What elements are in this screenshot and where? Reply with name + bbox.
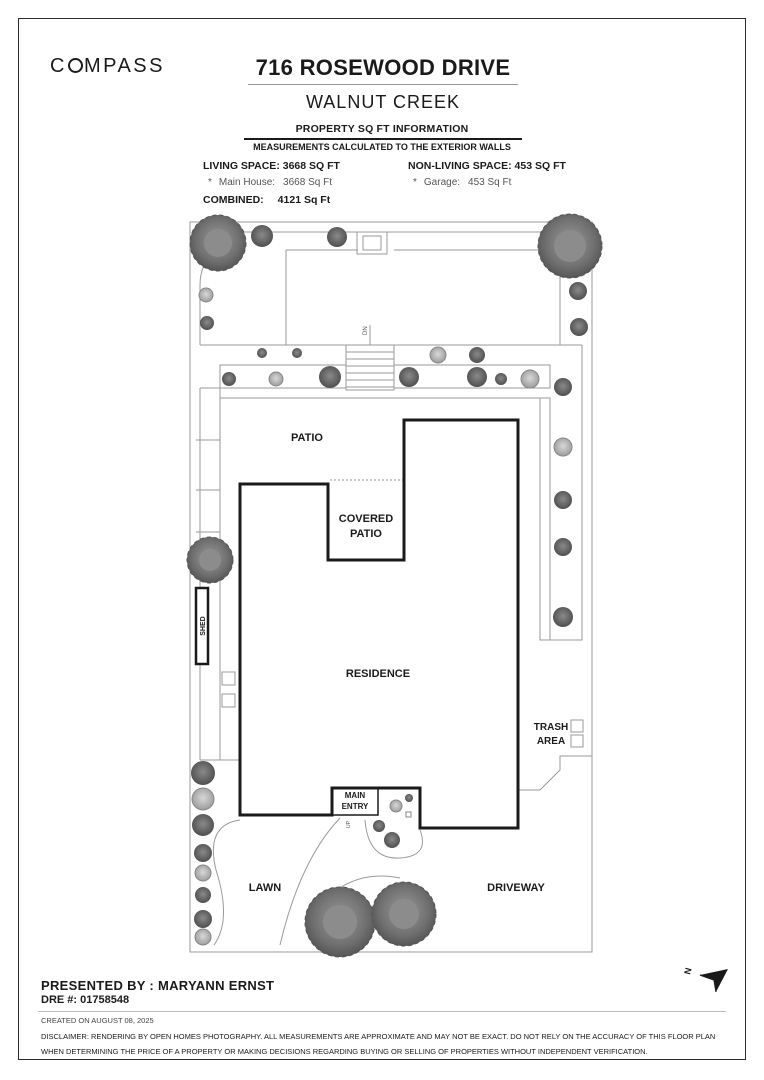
tree-icon: [537, 213, 603, 279]
entry-up-label: UP: [346, 820, 352, 828]
shrub-icon: [554, 378, 572, 396]
presented-by: PRESENTED BY : MARYANN ERNST: [41, 978, 275, 993]
non-living-space-label: NON-LIVING SPACE: 453 SQ FT: [408, 160, 566, 172]
tree-icon: [189, 214, 247, 272]
non-living-space-detail: * Garage: 453 Sq Ft: [413, 177, 511, 188]
shrub-icon: [192, 814, 214, 836]
rear-stairs: [345, 325, 395, 391]
combined-label: COMBINED:: [203, 194, 264, 206]
trash-area-label-1: TRASH: [534, 722, 568, 733]
bullet: *: [208, 177, 212, 188]
shrub-icon: [405, 794, 413, 802]
dre-number: DRE #: 01758548: [41, 994, 130, 1006]
disclaimer: DISCLAIMER: RENDERING BY OPEN HOMES PHOT…: [41, 1032, 716, 1056]
residence-outline: [238, 418, 520, 830]
flower-icon: [268, 371, 284, 387]
bullet: *: [413, 177, 417, 188]
shrub-icon: [554, 491, 572, 509]
detail-value: 3668 Sq Ft: [283, 177, 332, 188]
living-space-detail: * Main House: 3668 Sq Ft: [208, 177, 332, 188]
shrub-icon: [327, 227, 347, 247]
flower-icon: [520, 369, 540, 389]
planter-icon: [405, 811, 412, 818]
shrub-icon: [222, 372, 236, 386]
covered-patio-label-1: COVERED: [339, 513, 393, 525]
shed-label: SHED: [200, 616, 207, 635]
shrub-icon: [194, 844, 212, 862]
logo-letter-c: C: [50, 55, 67, 77]
shrub-icon: [467, 367, 487, 387]
shrub-icon: [384, 832, 400, 848]
shrub-icon: [569, 282, 587, 300]
flower-icon: [198, 287, 214, 303]
tree-icon: [371, 881, 437, 947]
logo-o-ring: [67, 58, 83, 73]
shrub-icon: [191, 761, 215, 785]
shrub-icon: [292, 348, 302, 358]
logo-letters-mpass: MPASS: [83, 55, 165, 77]
patio-label: PATIO: [291, 432, 323, 444]
main-entry-box: [331, 787, 379, 816]
tree-icon: [304, 886, 376, 958]
detail-name: Main House:: [218, 177, 276, 188]
title-divider: [248, 84, 518, 85]
main-entry-label-2: ENTRY: [342, 802, 369, 811]
shrub-icon: [251, 225, 273, 247]
shrub-icon: [399, 367, 419, 387]
shrub-icon: [373, 820, 385, 832]
info-divider: [244, 138, 522, 140]
main-entry-label-1: MAIN: [345, 791, 366, 800]
page-frame: [18, 18, 746, 1060]
living-space-label: LIVING SPACE: 3668 SQ FT: [203, 160, 340, 172]
combined-value: 4121 Sq Ft: [277, 194, 331, 206]
shrub-icon: [570, 318, 588, 336]
property-city: WALNUT CREEK: [305, 92, 461, 112]
shrub-icon: [553, 607, 573, 627]
tree-icon: [186, 536, 234, 584]
shrub-icon: [319, 366, 341, 388]
shrub-icon: [469, 347, 485, 363]
north-arrow-icon: [699, 969, 728, 993]
shrub-icon: [257, 348, 267, 358]
residence-label: RESIDENCE: [346, 668, 410, 680]
title-block: 716 ROSEWOOD DRIVE: [248, 55, 518, 81]
flower-icon: [389, 799, 403, 813]
shrub-icon: [200, 316, 214, 330]
stairs-dn-label: DN: [363, 326, 369, 335]
shrub-icon: [195, 887, 211, 903]
shrub-icon: [194, 910, 212, 928]
compass-logo: C MPASS: [50, 55, 165, 78]
flower-icon: [429, 346, 447, 364]
shrub-icons-dark: [191, 225, 588, 928]
footer-divider: [38, 1011, 726, 1012]
shrub-icon: [554, 538, 572, 556]
shed-outline: [194, 586, 210, 666]
flower-icon: [194, 928, 212, 946]
combined-area: COMBINED: 4121 Sq Ft: [203, 194, 330, 206]
info-heading: PROPERTY SQ FT INFORMATION: [295, 123, 469, 135]
lawn-label: LAWN: [249, 882, 281, 894]
flower-icon: [191, 787, 215, 811]
info-subheading: MEASUREMENTS CALCULATED TO THE EXTERIOR …: [253, 142, 511, 152]
utility-boxes: [221, 671, 584, 748]
tree-icons: [186, 213, 603, 958]
detail-value: 453 Sq Ft: [468, 177, 512, 188]
shrub-icons-light: [191, 287, 573, 946]
flower-icon: [553, 437, 573, 457]
detail-name: Garage:: [423, 177, 461, 188]
created-date: CREATED ON AUGUST 08, 2025: [41, 1016, 154, 1025]
covered-patio-label-2: PATIO: [350, 528, 382, 540]
north-letter: N: [682, 967, 693, 976]
trash-area-label-2: AREA: [537, 736, 565, 747]
property-address: 716 ROSEWOOD DRIVE: [255, 55, 511, 80]
driveway-label: DRIVEWAY: [487, 882, 545, 894]
shrub-icon: [495, 373, 507, 385]
flower-icon: [194, 864, 212, 882]
